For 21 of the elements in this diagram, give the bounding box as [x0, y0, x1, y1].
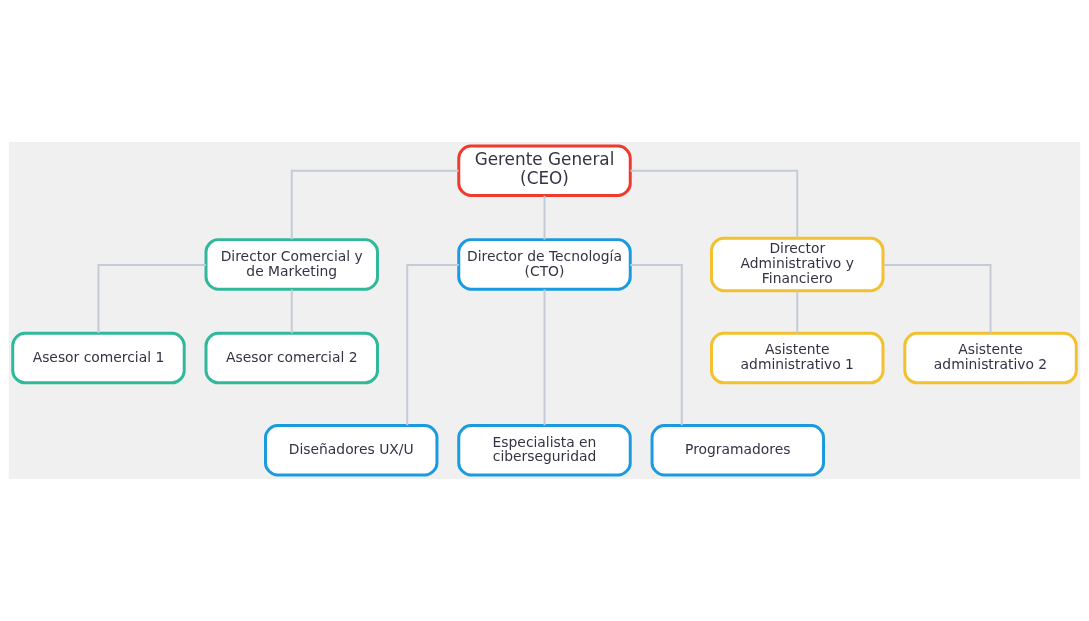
node-box: Director Administrativo y Financiero	[710, 236, 885, 293]
connector	[406, 263, 460, 427]
connector	[290, 169, 460, 241]
connector	[97, 263, 207, 335]
connector	[543, 288, 546, 427]
node-box: Gerente General (CEO)	[457, 144, 632, 197]
node-box: Asesor comercial 2	[204, 331, 379, 385]
node-box: Asesor comercial 1	[11, 331, 186, 385]
node-box: Especialista en ciberseguridad	[457, 424, 632, 477]
connector	[882, 263, 992, 335]
node-box: Director de Tecnología (CTO)	[457, 238, 632, 291]
connector	[629, 169, 799, 240]
node-box: Asistente administrativo 2	[903, 331, 1078, 385]
node-box: Diseñadores UX/U	[264, 424, 439, 477]
connector	[290, 288, 293, 335]
connector	[796, 289, 799, 335]
node-box: Director Comercial y de Marketing	[204, 238, 379, 291]
connector	[543, 194, 546, 241]
node-box: Programadores	[650, 424, 825, 477]
node-box: Asistente administrativo 1	[710, 331, 885, 385]
connector	[629, 263, 683, 427]
